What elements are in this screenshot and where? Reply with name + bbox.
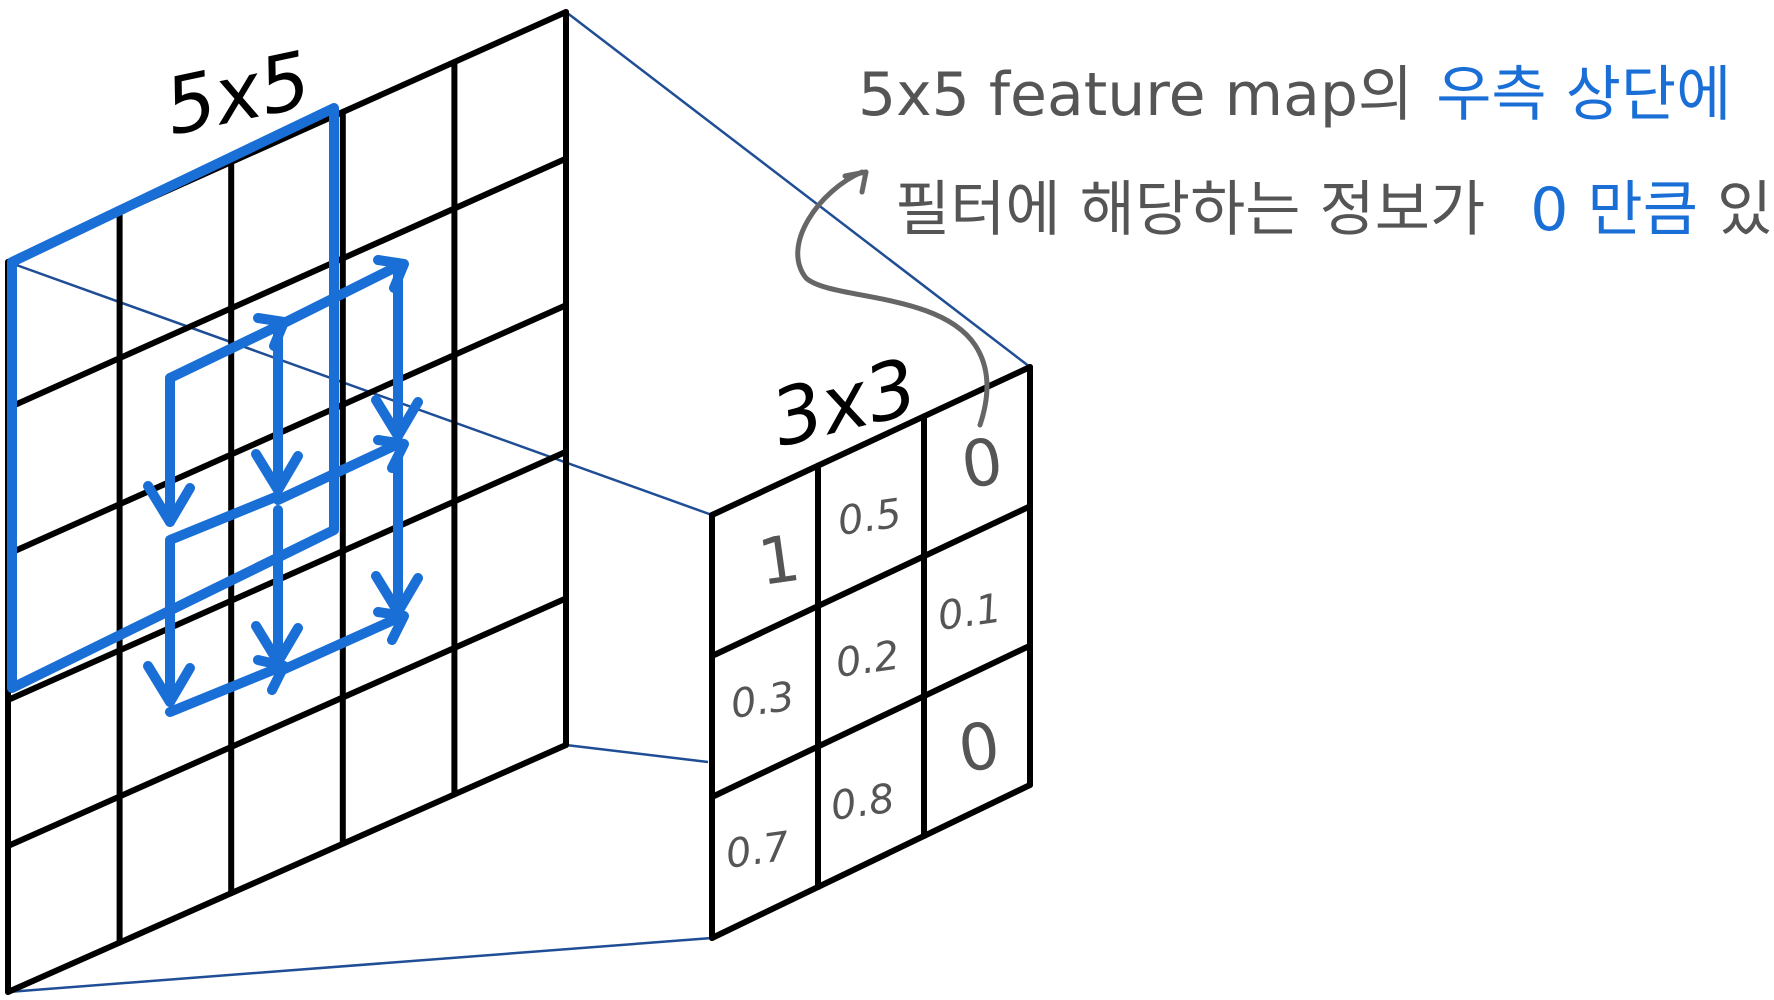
annotation-line-2: 필터에 해당하는 정보가 0 만큼 있다 (895, 175, 1774, 245)
projection-line-bottom (7, 936, 713, 994)
filter-value-r1c2: 0.1 (935, 585, 1004, 639)
annotation-line-1-blue: 우측 상단에 (1436, 60, 1731, 130)
feature-map-grid-hline (5, 302, 569, 557)
filter-value-r2c0: 0.7 (723, 823, 793, 877)
annotation-line-2-blue: 0 만큼 (1530, 175, 1698, 245)
annotation-line-1-gray: 5x5 feature map의 (858, 60, 1413, 130)
slide-arrow-head (373, 607, 409, 645)
filter-grid-hline (709, 782, 1033, 941)
annotation-pointer-arrowhead (842, 169, 869, 195)
feature-map-grid-hline (5, 742, 569, 995)
filter-slide-arrows (143, 255, 423, 717)
slide-arrow-step (165, 491, 283, 545)
annotation-line-1: 5x5 feature map의 우측 상단에 (858, 60, 1731, 130)
slide-arrow-step (273, 261, 403, 331)
filter-value-r0c2: 0 (957, 425, 1008, 504)
annotation-line-2-tail: 있다 (1717, 175, 1774, 245)
filter-value-r1c1: 0.2 (833, 632, 902, 686)
filter-grid-hline (709, 642, 1033, 800)
slide-arrow-head (251, 449, 303, 495)
feature-map-grid-hline (5, 155, 569, 411)
slide-arrow-head (371, 395, 423, 441)
feature-map-grid-hline (5, 448, 569, 703)
filter-overlay (7, 103, 423, 717)
annotation-pointer-curve (795, 169, 990, 428)
projection-line-left (7, 260, 713, 517)
projection-line-top (565, 11, 1031, 368)
slide-arrow-head (143, 661, 195, 707)
filter-value-r0c1: 0.5 (835, 490, 904, 544)
annotation-line-2-gray: 필터에 해당하는 정보가 (895, 175, 1485, 245)
slide-arrow-head (373, 435, 409, 473)
feature-map-grid-5x5 (5, 9, 569, 995)
filter-size-label: 3x3 (763, 342, 926, 465)
filter-grid-hline (709, 364, 1033, 518)
slide-arrow-step (165, 321, 283, 383)
filter-window-outline (7, 103, 339, 693)
slide-arrow-step (273, 613, 403, 677)
filter-value-r2c2: 0 (954, 709, 1005, 788)
slide-arrow-step (273, 439, 403, 505)
slide-arrow-head (373, 255, 409, 293)
filter-value-r0c0: 1 (754, 522, 805, 601)
filter-grid-3x3 (709, 364, 1033, 941)
filter-grid-hline (709, 503, 1033, 659)
annotation: 5x5 feature map의 우측 상단에 필터에 해당하는 정보가 0 만… (858, 60, 1774, 245)
filter-value-r2c1: 0.8 (828, 775, 897, 829)
slide-arrow-step (165, 663, 283, 717)
feature-map-grid-hline (5, 595, 569, 849)
slide-arrow-head (143, 481, 195, 527)
projection-line-middle (565, 743, 709, 764)
filter-value-r1c0: 0.3 (728, 673, 797, 727)
projection-lines (7, 11, 1031, 994)
